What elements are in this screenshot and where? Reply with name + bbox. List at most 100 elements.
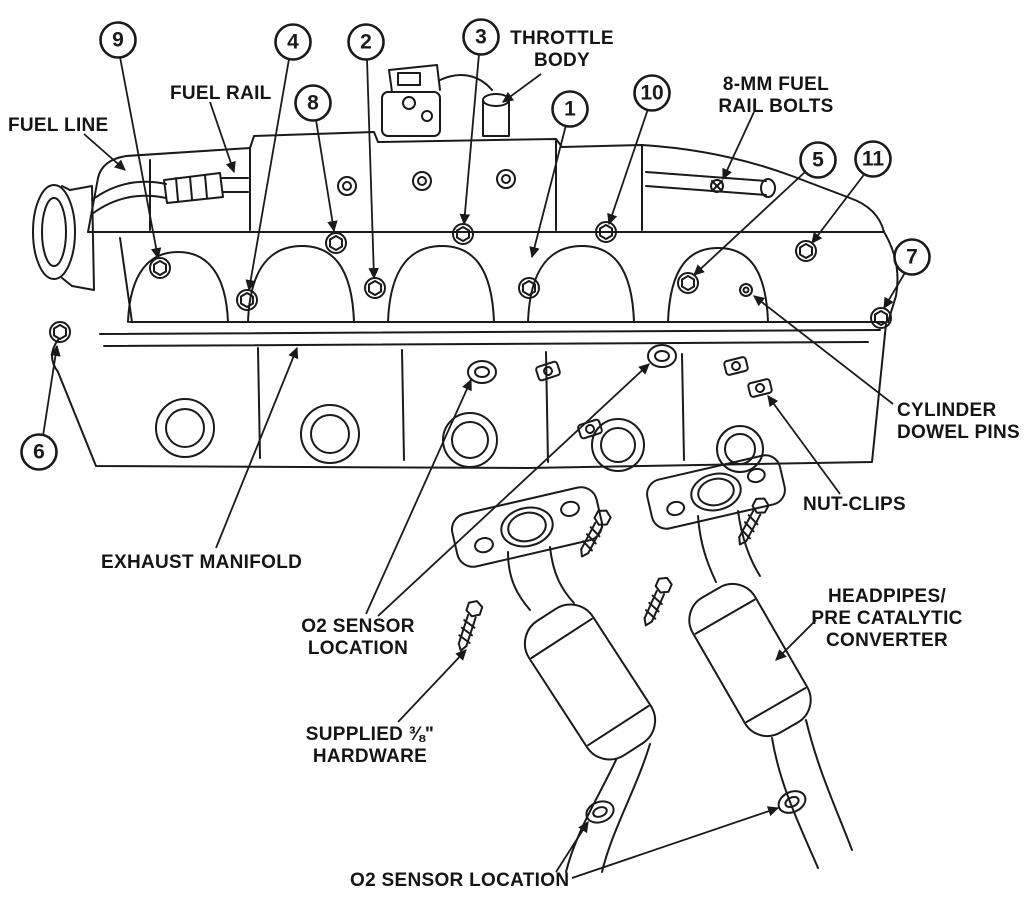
balloon-1: 1 [551,90,589,128]
balloon-5-number: 5 [812,149,824,172]
leader-fuel-rail-bolts [722,111,755,181]
leader-exhaust-manifold [215,346,299,549]
balloon-7: 7 [893,238,931,276]
callout-balloons: 9 4 2 3 8 1 10 5 [20,18,931,471]
leader-balloon-1 [529,124,567,259]
balloon-7-number: 7 [906,246,918,269]
label-headpipes: HEADPIPES/ PRE CATALYTIC CONVERTER [802,586,972,652]
label-headpipes-line3: CONVERTER [826,630,948,651]
leader-o2-lower-right [571,806,780,879]
throttle-body-drawing [381,64,510,137]
balloon-11: 11 [854,140,892,178]
label-cylinder-dowel-pins-line2: DOWEL PINS [897,422,1020,443]
leader-balloon-10 [607,108,649,226]
label-throttle-body: THROTTLE BODY [506,28,618,72]
label-headpipes-line2: PRE CATALYTIC [811,608,963,629]
o2-boss-right [647,344,677,368]
label-nut-clips-text: NUT-CLIPS [803,494,906,515]
intake-studs [337,169,516,196]
label-cylinder-dowel-pins-line1: CYLINDER [897,400,997,421]
balloon-4: 4 [274,23,312,61]
hardware-bolt [643,576,673,627]
balloon-8: 8 [294,84,332,122]
leader-balloon-9 [119,56,162,260]
converter-right [688,582,812,738]
leader-nut-clips [767,395,841,495]
label-o2-sensor-upper-line1: O2 SENSOR [301,616,415,637]
leader-balloon-4 [245,58,290,292]
balloon-10-number: 10 [640,82,663,105]
nut-clip [535,360,561,382]
hardware-bolt [738,497,770,546]
label-fuel-rail: FUEL RAIL [170,83,272,105]
leader-throttle-body [502,73,542,103]
leader-balloon-7 [883,270,907,310]
label-exhaust-manifold: EXHAUST MANIFOLD [101,552,302,574]
balloon-5: 5 [799,141,837,179]
balloon-11-number: 11 [862,148,885,171]
leader-headpipes [775,619,817,661]
intake-manifold [87,131,885,233]
o2-boss-left [467,360,497,384]
leader-balloon-11 [811,171,867,244]
nut-clip [747,378,773,398]
leader-balloon-6 [42,344,61,437]
label-fuel-rail-bolts-line2: RAIL BOLTS [718,96,834,117]
exhaust-ports [155,398,764,473]
hardware-bolt [580,509,612,558]
label-exhaust-manifold-text: EXHAUST MANIFOLD [101,552,303,573]
label-throttle-body-line1: THROTTLE [510,28,614,49]
label-fuel-line-text: FUEL LINE [8,115,109,136]
balloon-8-number: 8 [307,92,319,115]
o2-bung-right-lower [777,790,807,814]
leader-balloon-2 [366,58,379,280]
leader-o2-upper-left [365,378,472,615]
label-fuel-rail-bolts-line1: 8-MM FUEL [722,74,830,95]
leader-o2-lower-left [555,821,589,873]
balloon-4-number: 4 [287,31,299,54]
exhaust-manifold-lower [51,323,887,473]
leader-dowel-pins [753,295,894,405]
headpipe-right [646,454,853,869]
leader-balloon-8 [315,119,338,233]
label-fuel-rail-bolts: 8-MM FUEL RAIL BOLTS [706,74,846,118]
balloon-3: 3 [462,18,500,56]
label-headpipes-line1: HEADPIPES/ [827,586,947,607]
o2-bung-left-lower [585,800,615,824]
label-fuel-rail-text: FUEL RAIL [170,83,272,104]
label-supplied-hardware-line1: SUPPLIED ⅜" [305,724,435,745]
label-supplied-hardware-line2: HARDWARE [312,746,428,767]
balloon-2-number: 2 [360,31,372,54]
leader-balloon-5 [693,171,806,276]
label-nut-clips: NUT-CLIPS [803,494,906,516]
exhaust-manifold-upper [119,231,899,323]
balloon-9: 9 [99,21,137,59]
label-throttle-body-line2: BODY [533,50,591,71]
balloon-1-number: 1 [564,98,576,121]
label-o2-sensor-lower: O2 SENSOR LOCATION [350,870,569,892]
leader-fuel-rail [209,101,236,174]
manifold-bolts [49,221,892,343]
headpipe-left [451,486,657,873]
fuel-rail-right [645,171,776,198]
cylinder-dowel-pin [739,283,753,297]
nut-clip [723,356,749,376]
label-cylinder-dowel-pins: CYLINDER DOWEL PINS [897,400,1020,444]
balloon-2: 2 [347,23,385,61]
converter-left [523,603,657,761]
balloon-6-number: 6 [33,441,45,464]
fuel-line-hose [91,172,249,215]
balloon-3-number: 3 [475,26,487,49]
leader-supplied-hardware [397,649,467,723]
label-supplied-hardware: SUPPLIED ⅜" HARDWARE [295,724,445,768]
hardware-bolt [457,600,484,652]
leader-balloon-3 [459,53,480,226]
leader-o2-upper-right [377,363,650,617]
label-o2-sensor-upper: O2 SENSOR LOCATION [294,616,422,660]
flange-right [646,454,786,530]
leader-fuel-line [83,133,126,171]
label-o2-sensor-upper-line2: LOCATION [307,638,409,659]
label-fuel-line: FUEL LINE [8,115,109,137]
